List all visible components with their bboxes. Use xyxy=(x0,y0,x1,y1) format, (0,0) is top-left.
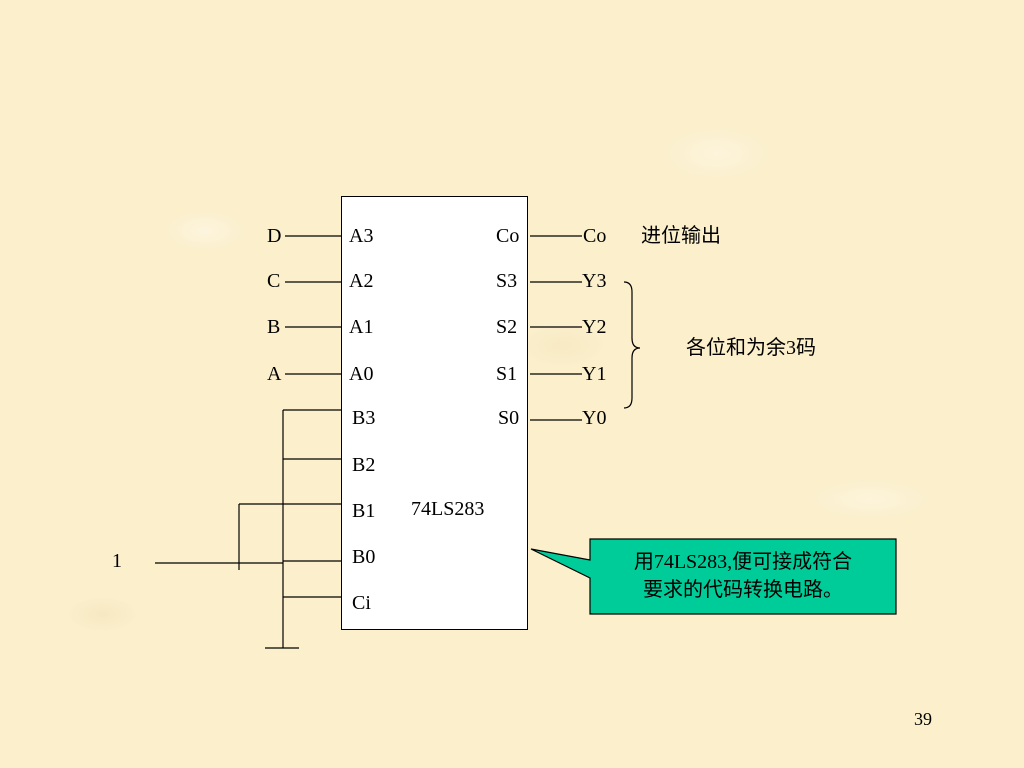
pin-a0: A0 xyxy=(349,363,374,385)
output-label-y3: Y3 xyxy=(582,270,607,292)
pin-s3: S3 xyxy=(496,270,518,292)
pin-b2: B2 xyxy=(352,454,376,476)
carry-out-annotation: 进位输出 xyxy=(641,225,721,247)
input-label-c: C xyxy=(267,270,281,292)
pin-b0: B0 xyxy=(352,546,376,568)
callout-box xyxy=(530,538,897,615)
pin-a3: A3 xyxy=(349,225,374,247)
pin-b3: B3 xyxy=(352,407,376,429)
pin-s0: S0 xyxy=(498,407,520,429)
input-label-a: A xyxy=(267,363,282,385)
constant-one-label: 1 xyxy=(112,550,122,572)
output-label-y1: Y1 xyxy=(582,363,607,385)
page-number: 39 xyxy=(914,709,932,729)
output-label-co: Co xyxy=(583,225,607,247)
pin-ci: Ci xyxy=(352,592,371,614)
output-label-y0: Y0 xyxy=(582,407,607,429)
callout-line-1: 用74LS283,便可接成符合 xyxy=(633,551,853,573)
pin-co: Co xyxy=(496,225,520,247)
callout-line-2: 要求的代码转换电路。 xyxy=(643,579,843,601)
pin-b1: B1 xyxy=(352,500,376,522)
pin-a2: A2 xyxy=(349,270,374,292)
output-label-y2: Y2 xyxy=(582,316,607,338)
callout-note: 用74LS283,便可接成符合 要求的代码转换电路。 xyxy=(592,541,894,611)
excess3-annotation: 各位和为余3码 xyxy=(686,337,816,359)
output-group-brace xyxy=(623,281,641,409)
pin-s1: S1 xyxy=(496,363,518,385)
input-label-b: B xyxy=(267,316,281,338)
pin-a1: A1 xyxy=(349,316,374,338)
chip-name: 74LS283 xyxy=(411,498,485,520)
adder-chip-74ls283 xyxy=(341,196,528,630)
input-label-d: D xyxy=(267,225,282,247)
pin-s2: S2 xyxy=(496,316,518,338)
